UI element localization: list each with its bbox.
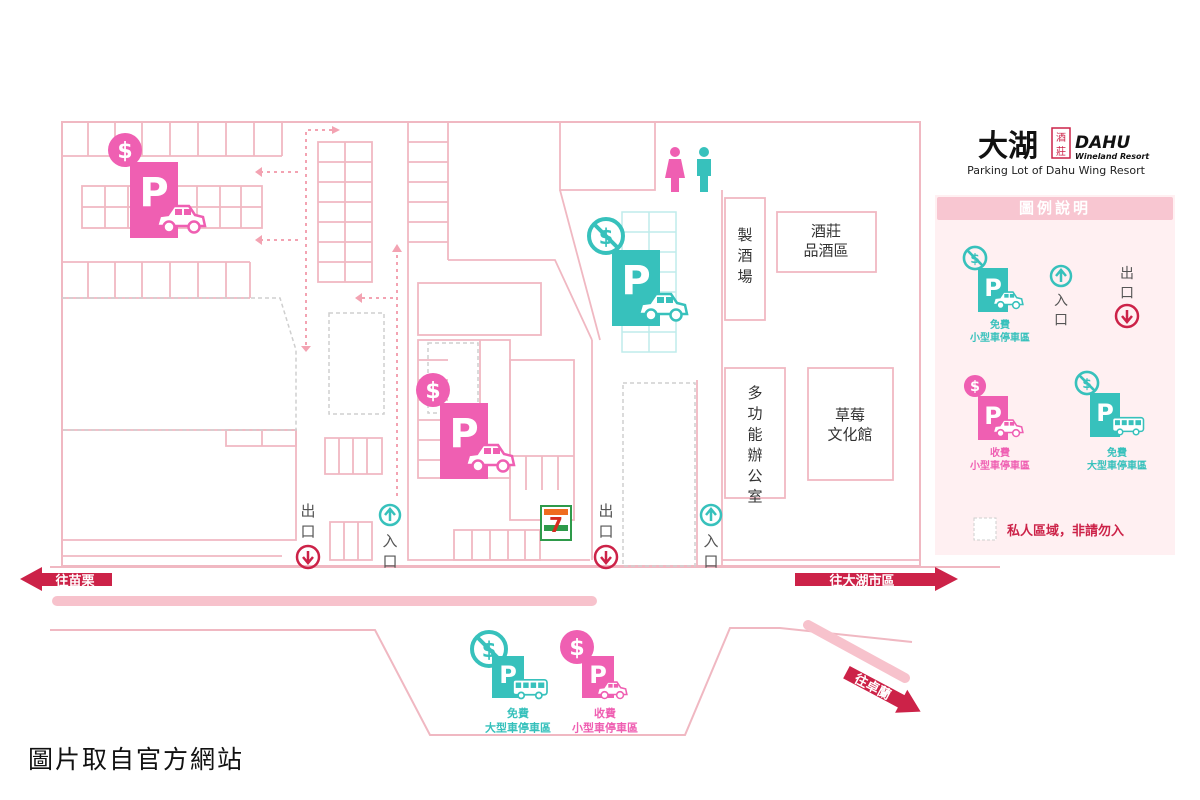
svg-text:DAHU: DAHU	[1075, 133, 1130, 153]
road-median-west	[52, 596, 597, 606]
legend-title: 圖例說明	[1019, 199, 1091, 217]
building-strawberry-label: 草莓文化館	[827, 406, 872, 444]
entrance-marker-west: 入口	[378, 503, 402, 571]
flow-arrowheads	[255, 126, 402, 352]
svg-text:P: P	[449, 411, 478, 457]
svg-text:免費大型車停車區: 免費大型車停車區	[485, 706, 551, 734]
legend-panel: 圖例說明 P 免費小型車停車區 入口 出口 P 收費小型車停車區 P	[935, 195, 1175, 555]
building-tasting-label: 酒莊品酒區	[803, 222, 848, 260]
svg-text:出口: 出口	[300, 502, 315, 541]
winery-building	[724, 197, 766, 321]
svg-text:出口: 出口	[598, 502, 613, 541]
svg-text:免費小型車停車區: 免費小型車停車區	[969, 318, 1030, 344]
paid-small-parking-sign-mid: P	[416, 373, 516, 479]
building-office-label: 多功能辦公室	[747, 384, 762, 506]
svg-text:P: P	[984, 402, 1002, 430]
site-outline	[61, 121, 921, 567]
flow-arrows	[262, 129, 398, 496]
office-building	[724, 367, 786, 499]
legend-exit: 出口	[1114, 266, 1140, 329]
restroom-icon	[665, 147, 711, 192]
paid-small-parking-sign-top: P	[108, 133, 207, 238]
free-small-parking-sign: P	[587, 217, 689, 326]
bottom-free-large-sign: P 免費大型車停車區	[470, 630, 551, 734]
legend-paid-small: P 收費小型車停車區	[963, 374, 1030, 472]
svg-text:免費大型車停車區: 免費大型車停車區	[1087, 446, 1147, 472]
svg-text:P: P	[139, 170, 168, 216]
building-winery-label: 製酒場	[737, 226, 752, 285]
svg-text:P: P	[621, 258, 650, 304]
legend-free-small: P 免費小型車停車區	[962, 245, 1030, 344]
road-lines	[50, 566, 1000, 736]
svg-text:往卓蘭: 往卓蘭	[851, 671, 893, 703]
svg-text:P: P	[984, 274, 1002, 302]
road-median-southeast	[803, 620, 910, 683]
svg-text:入口: 入口	[1054, 293, 1068, 328]
svg-text:收費小型車停車區: 收費小型車停車區	[969, 446, 1030, 472]
exit-marker-east: 出口	[593, 502, 619, 570]
svg-text:P: P	[589, 661, 607, 689]
legend-private: 私人區域，非請勿入	[973, 517, 1124, 541]
svg-text:入口: 入口	[382, 532, 397, 571]
svg-text:收費小型車停車區: 收費小型車停車區	[571, 706, 638, 734]
legend-free-large: P 免費大型車停車區	[1074, 370, 1147, 472]
image-caption: 圖片取自官方網站	[28, 745, 245, 774]
svg-text:P: P	[1096, 399, 1114, 427]
svg-text:往苗栗: 往苗栗	[55, 573, 94, 589]
wine-tasting-building	[776, 211, 877, 273]
road-arrow-west: 往苗栗	[20, 567, 112, 591]
seven-eleven-logo: 7	[540, 505, 572, 541]
svg-text:私人區域，非請勿入: 私人區域，非請勿入	[1007, 523, 1124, 539]
svg-text:出口: 出口	[1120, 266, 1134, 301]
road-arrow-east: 往大湖市區	[795, 567, 958, 591]
svg-text:往大湖市區: 往大湖市區	[829, 573, 894, 589]
svg-text:Wineland Resort: Wineland Resort	[1075, 152, 1150, 161]
svg-text:酒莊: 酒莊	[1056, 132, 1066, 158]
strawberry-building	[807, 367, 894, 481]
stall-grids	[61, 122, 920, 567]
legend-entrance: 入口	[1049, 264, 1073, 328]
buildings	[724, 197, 894, 499]
svg-text:7: 7	[549, 513, 563, 537]
bottom-paid-small-sign: P 收費小型車停車區	[560, 630, 638, 734]
brand-logo: 大湖 酒莊 DAHU Wineland Resort	[978, 127, 1150, 164]
exit-marker-west: 出口	[295, 502, 321, 570]
brand-subtitle: Parking Lot of Dahu Wing Resort	[967, 164, 1146, 177]
svg-text:入口: 入口	[703, 532, 718, 571]
entrance-marker-east: 入口	[699, 503, 723, 571]
svg-text:大湖: 大湖	[978, 129, 1038, 164]
